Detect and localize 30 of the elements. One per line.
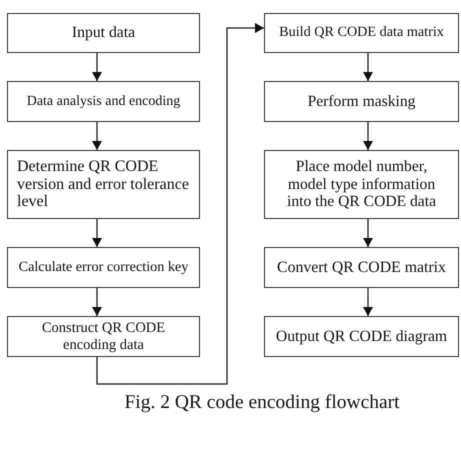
step-text: Construct QR CODE encoding data bbox=[40, 320, 166, 353]
process-box bbox=[7, 150, 200, 219]
step-text: Build QR CODE data matrix bbox=[279, 25, 444, 41]
arrow bbox=[363, 219, 373, 247]
arrow bbox=[92, 288, 102, 316]
arrow bbox=[92, 219, 102, 247]
arrow bbox=[96, 23, 264, 385]
process-box bbox=[7, 316, 200, 357]
process-box bbox=[264, 150, 459, 219]
arrow bbox=[363, 53, 373, 81]
process-box bbox=[264, 81, 459, 122]
step-text: Perform masking bbox=[308, 92, 416, 110]
step-text: Determine QR CODE version and error tolerance level bbox=[17, 158, 190, 212]
step-text: Convert QR CODE matrix bbox=[277, 258, 446, 276]
arrow bbox=[363, 288, 373, 316]
step-text: Output QR CODE diagram bbox=[276, 328, 448, 346]
step-text: Place model number, model type information into the QR CODE data bbox=[286, 158, 437, 211]
process-box bbox=[7, 81, 200, 122]
step-text: Input data bbox=[72, 24, 136, 42]
figure-caption: Fig. 2 QR code encoding flowchart bbox=[124, 392, 400, 413]
step-text: Data analysis and encoding bbox=[26, 94, 180, 110]
process-box bbox=[264, 13, 459, 53]
process-box bbox=[7, 13, 200, 53]
arrow bbox=[92, 53, 102, 81]
arrow bbox=[92, 122, 102, 150]
process-box bbox=[264, 247, 459, 288]
process-box bbox=[7, 247, 200, 288]
step-text: Calculate error correction key bbox=[18, 260, 188, 276]
arrow bbox=[363, 122, 373, 150]
process-box bbox=[264, 316, 459, 357]
